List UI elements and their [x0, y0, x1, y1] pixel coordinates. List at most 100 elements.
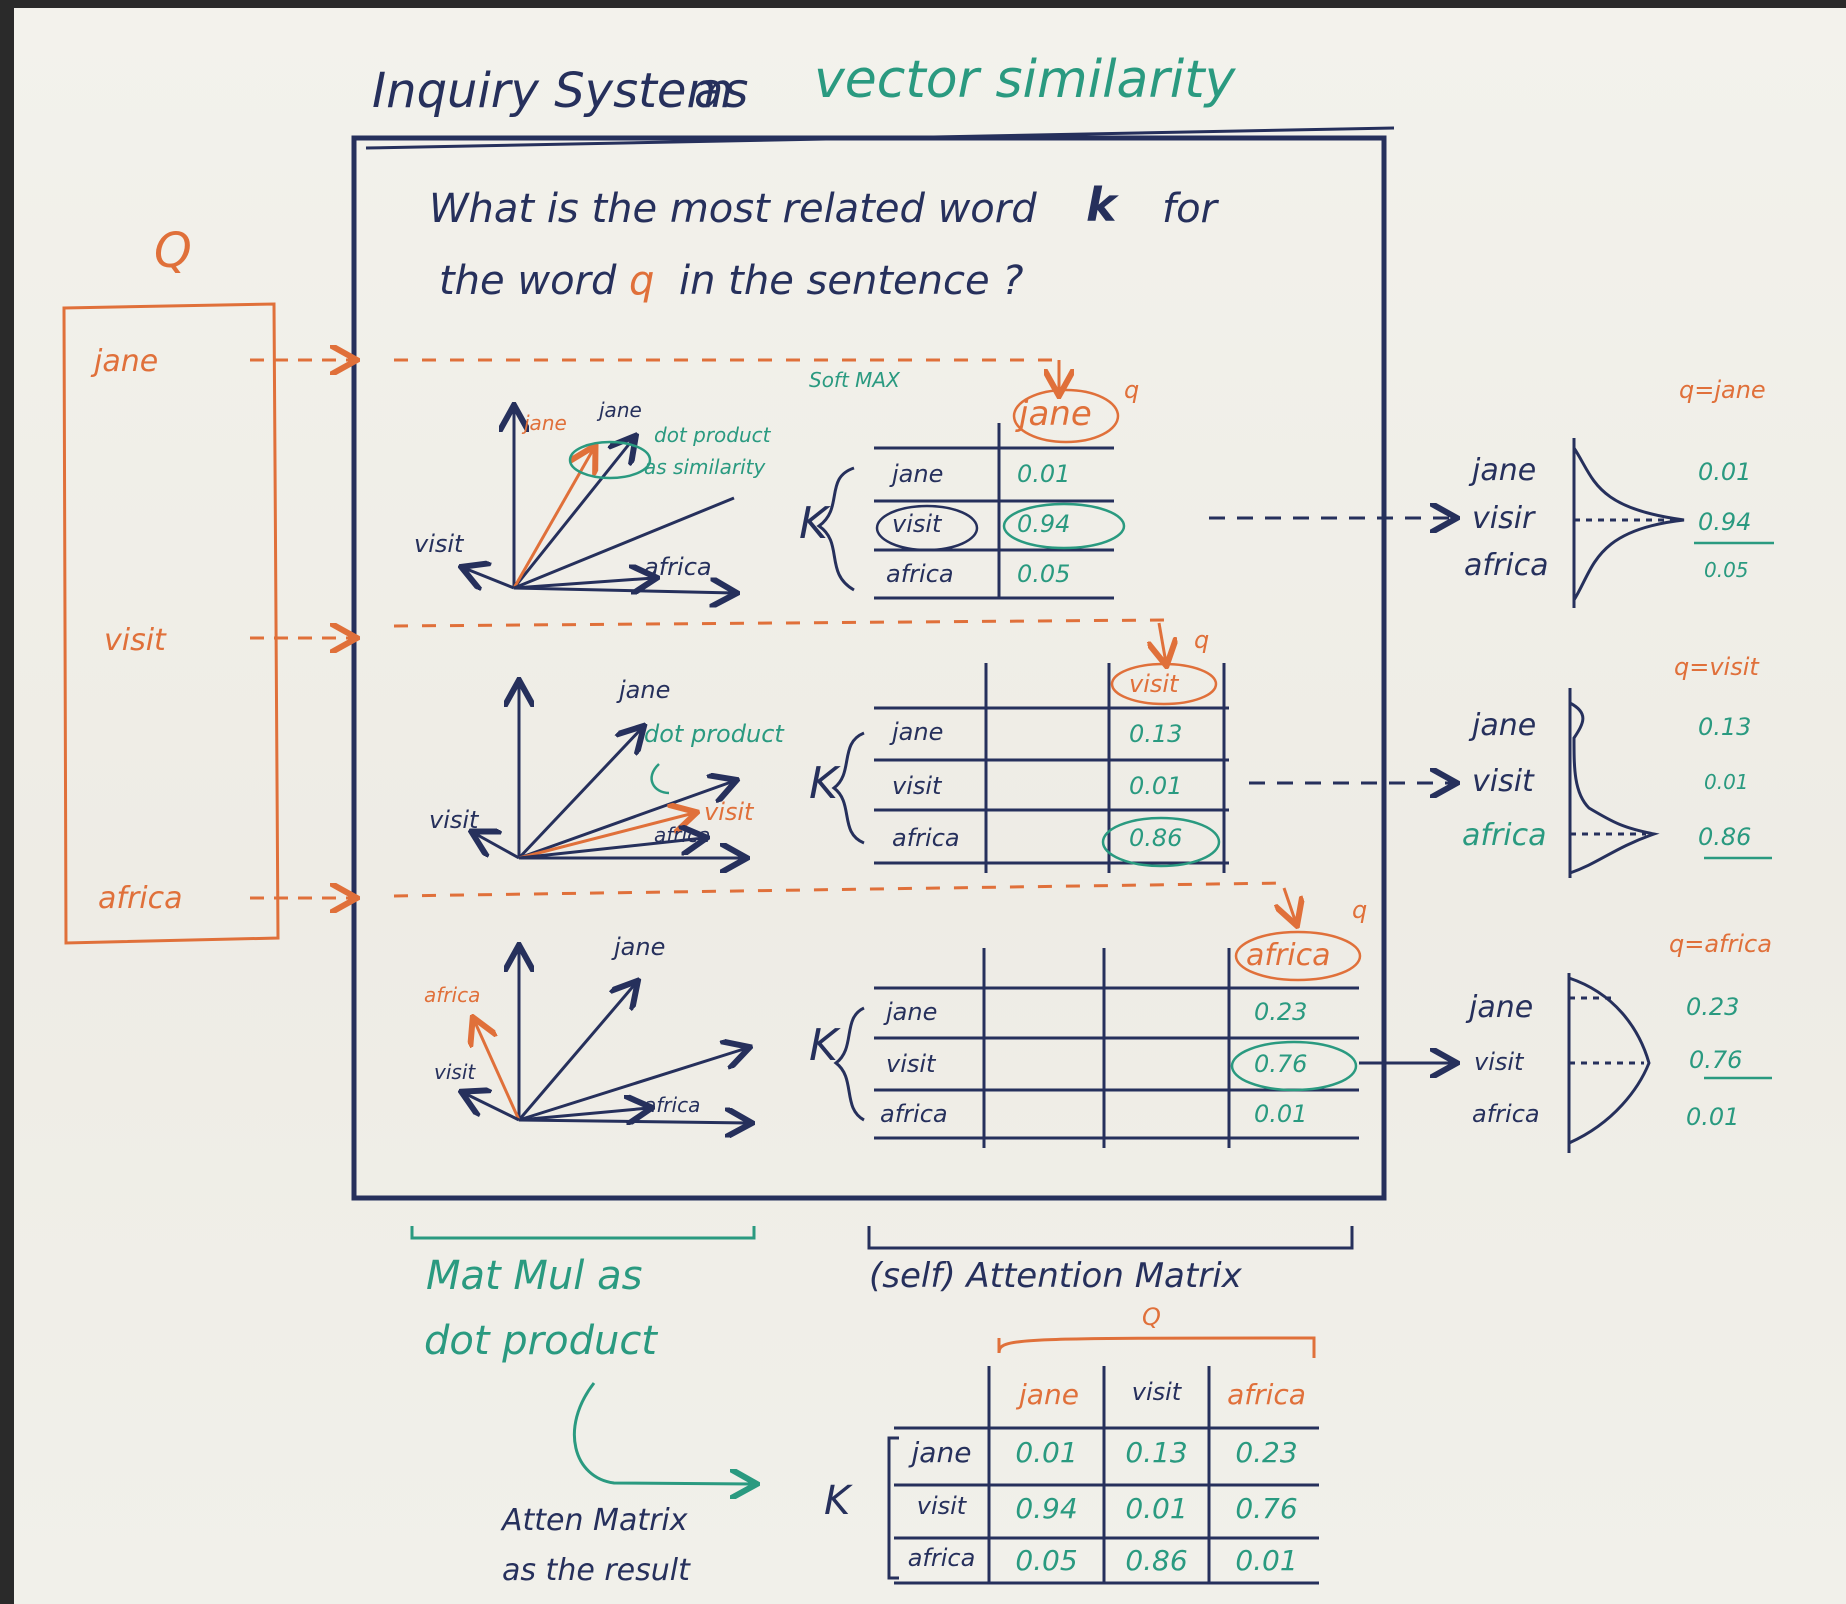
- panel3-vector-label-1: jane: [614, 933, 666, 961]
- question-line2-b: in the sentence ?: [679, 258, 1024, 304]
- panel1-val-3: 0.05: [1017, 560, 1071, 588]
- panel3-row-visit: visit: [886, 1050, 936, 1078]
- panel2-vector-plot: [474, 683, 744, 858]
- panel1-row-jane: jane: [892, 460, 944, 488]
- whiteboard: Inquiry System as vector similarity What…: [14, 8, 1846, 1604]
- q-word-africa: africa: [98, 881, 183, 916]
- panel2-vector-label-1: jane: [619, 676, 671, 704]
- attention-caption: (self) Attention Matrix: [869, 1256, 1242, 1296]
- dist3-word-3: africa: [1472, 1100, 1540, 1128]
- panel3-row-africa: africa: [880, 1100, 948, 1128]
- distribution-1-curve: [1572, 438, 1685, 608]
- panel1-vector-label-1: jane: [524, 411, 567, 435]
- dist1-word-3: africa: [1464, 548, 1549, 583]
- panel3-q-mark: q: [1352, 896, 1368, 924]
- dist1-word-2: visir: [1472, 501, 1535, 536]
- q-panel-label: Q: [154, 223, 192, 279]
- panel2-val-3: 0.86: [1129, 824, 1183, 852]
- matrix-col-visit: visit: [1131, 1378, 1182, 1406]
- question-line1-b: for: [1162, 186, 1217, 232]
- matrix-cell: 0.01: [1015, 1436, 1078, 1469]
- panel1-row-visit: visit: [892, 510, 942, 538]
- panel2-vector-label-2: visit: [704, 798, 754, 826]
- dist1-val-2: 0.94: [1698, 508, 1752, 536]
- dist2-val-1: 0.13: [1698, 713, 1752, 741]
- matrix-cell: 0.05: [1015, 1544, 1078, 1577]
- panel1-note-2: as similarity: [644, 455, 766, 479]
- panel1-val-2: 0.94: [1017, 510, 1071, 538]
- panel3-val-1: 0.23: [1254, 998, 1308, 1026]
- panel3-vector-label-3: visit: [434, 1060, 476, 1084]
- matrix-row-label-africa: africa: [907, 1544, 976, 1572]
- panel3-val-2: 0.76: [1254, 1050, 1308, 1078]
- matrix-row-label-jane: jane: [911, 1436, 972, 1469]
- dist2-header: q=visit: [1674, 653, 1759, 681]
- panel1-k-label: K: [799, 498, 828, 549]
- panel2-vector-label-4: africa: [654, 823, 711, 847]
- matrix-cell: 0.94: [1015, 1492, 1078, 1525]
- panel1-query-header: jane: [1019, 394, 1092, 434]
- matmul-line-1: Mat Mul as: [426, 1253, 643, 1299]
- panel2-row-africa: africa: [892, 824, 960, 852]
- panel2-table-grid: [874, 663, 1229, 873]
- panel3-vector-label-2: africa: [424, 983, 481, 1007]
- panel1-vector-label-3: visit: [414, 530, 464, 558]
- dist1-word-1: jane: [1472, 453, 1537, 488]
- panel3-vector-label-4: africa: [644, 1093, 701, 1117]
- title-part1: Inquiry System: [372, 63, 734, 119]
- attention-bracket: [867, 1226, 1354, 1250]
- matrix-cell: 0.01: [1235, 1544, 1298, 1577]
- dist2-word-3: africa: [1462, 818, 1547, 853]
- panel2-val-1: 0.13: [1129, 720, 1183, 748]
- panel2-note-1: dot product: [644, 720, 784, 748]
- dist2-val-3: 0.86: [1698, 823, 1752, 851]
- q-word-visit: visit: [104, 623, 166, 658]
- matmul-arrow: [572, 1382, 754, 1484]
- dist3-val-2: 0.76: [1689, 1046, 1743, 1074]
- dist2-word-2: visit: [1472, 764, 1534, 799]
- dist3-val-1: 0.23: [1686, 993, 1740, 1021]
- q-panel-box: [62, 302, 280, 945]
- q-word-jane: jane: [94, 344, 159, 379]
- panel3-row-jane: jane: [886, 998, 938, 1026]
- panel3-query-header: africa: [1246, 938, 1331, 973]
- panel1-row-africa: africa: [886, 560, 954, 588]
- matrix-q-label: Q: [1142, 1303, 1161, 1331]
- matrix-col-jane: jane: [1019, 1378, 1079, 1411]
- matrix-k-label: K: [824, 1478, 851, 1524]
- distribution-2-curve: [1568, 688, 1660, 878]
- distribution-3-curve: [1567, 973, 1651, 1153]
- panel2-row-jane: jane: [892, 718, 944, 746]
- panel1-note-1: dot product: [654, 423, 771, 447]
- dist3-val-3: 0.01: [1686, 1103, 1740, 1131]
- panel3-vector-plot: [464, 948, 749, 1123]
- panel2-k-label: K: [809, 758, 838, 809]
- matrix-row-label-visit: visit: [916, 1492, 967, 1520]
- panel1-vector-plot: [464, 408, 734, 593]
- dist2-val-2: 0.01: [1704, 770, 1749, 794]
- panel1-vector-label-4: africa: [644, 553, 712, 581]
- question-line1-a: What is the most related word: [429, 186, 1037, 232]
- matmul-bracket: [410, 1226, 756, 1240]
- dist2-word-1: jane: [1472, 708, 1537, 743]
- matrix-col-africa: africa: [1227, 1378, 1306, 1411]
- panel2-vector-label-3: visit: [429, 806, 479, 834]
- title-part2: as: [694, 63, 749, 119]
- dist1-header: q=jane: [1679, 376, 1766, 404]
- panel2-q-mark: q: [1194, 626, 1210, 654]
- question-line2-a: the word: [439, 258, 617, 304]
- dist3-header: q=africa: [1669, 930, 1772, 958]
- panel2-row-visit: visit: [892, 772, 942, 800]
- softmax-label: Soft MAX: [809, 368, 900, 392]
- panel1-val-1: 0.01: [1017, 460, 1071, 488]
- panel2-query-header: visit: [1129, 670, 1179, 698]
- matrix-cell: 0.86: [1125, 1544, 1188, 1577]
- matrix-cell: 0.23: [1235, 1436, 1298, 1469]
- matrix-cell: 0.13: [1125, 1436, 1188, 1469]
- dist3-word-1: jane: [1469, 990, 1534, 1025]
- panel1-q-mark: q: [1124, 376, 1140, 404]
- result-line-1: Atten Matrix: [502, 1503, 688, 1538]
- result-line-2: as the result: [502, 1553, 690, 1588]
- panel3-val-3: 0.01: [1254, 1100, 1308, 1128]
- panel2-val-2: 0.01: [1129, 772, 1183, 800]
